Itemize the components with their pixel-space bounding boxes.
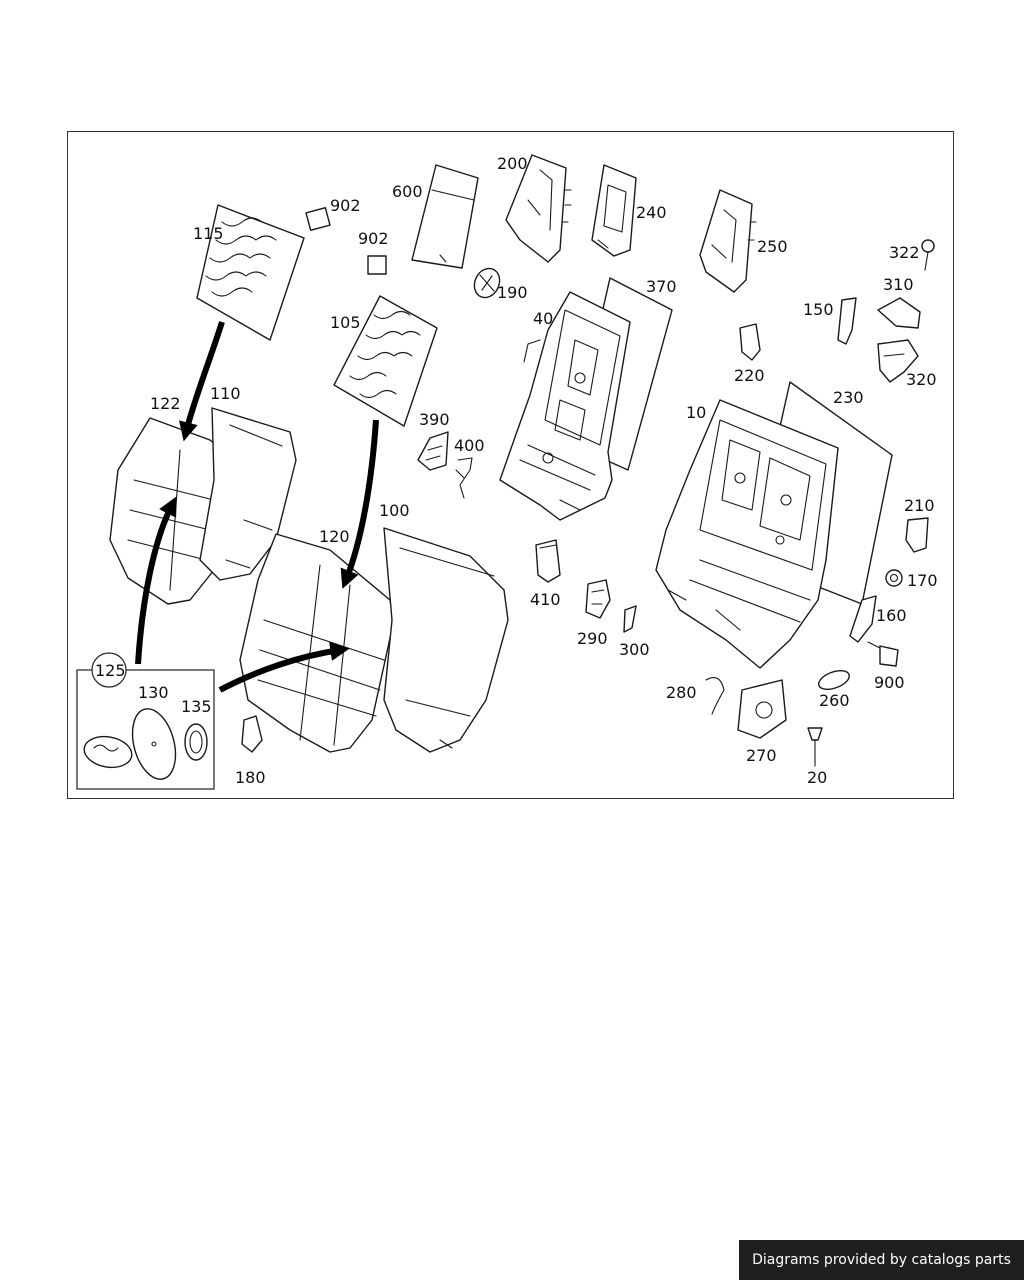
backrest-100 <box>383 527 509 753</box>
callout-130: 130 <box>138 683 169 702</box>
callout-370: 370 <box>646 277 677 296</box>
callout-902-a: 902 <box>330 196 361 215</box>
gear-190 <box>473 267 501 299</box>
clip-220 <box>739 323 761 361</box>
callout-110: 110 <box>210 384 241 403</box>
credit-badge: Diagrams provided by catalogs parts <box>739 1240 1024 1280</box>
connector-902-b <box>367 255 387 275</box>
arrow-125-to-122 <box>135 496 177 665</box>
clip-900 <box>867 641 899 667</box>
backrest-110 <box>199 407 297 581</box>
clip-150 <box>837 297 857 345</box>
part-180 <box>241 715 263 753</box>
cap-410 <box>535 539 561 583</box>
heating-mat-105 <box>333 295 438 427</box>
callout-390: 390 <box>419 410 450 429</box>
callout-40: 40 <box>533 309 553 328</box>
backrest-cover-120 <box>239 533 395 753</box>
arrow-115-to-122 <box>179 321 225 442</box>
bracket-160 <box>849 595 877 643</box>
cover-310 <box>877 297 921 329</box>
callout-220: 220 <box>734 366 765 385</box>
callout-322: 322 <box>889 243 920 262</box>
heating-mat-115 <box>196 204 305 341</box>
callout-300: 300 <box>619 640 650 659</box>
nut-170 <box>885 569 903 587</box>
wire-280 <box>705 677 725 715</box>
clip-320 <box>877 339 919 383</box>
part-290 <box>585 579 611 619</box>
part-300 <box>623 605 637 633</box>
part-400 <box>455 457 473 499</box>
callout-160: 160 <box>876 606 907 625</box>
callout-600: 600 <box>392 182 423 201</box>
callout-320: 320 <box>906 370 937 389</box>
callout-105: 105 <box>330 313 361 332</box>
bracket-250 <box>699 189 757 293</box>
bolt-322 <box>921 239 935 271</box>
callout-200: 200 <box>497 154 528 173</box>
callout-902-b: 902 <box>358 229 389 248</box>
callout-115: 115 <box>193 224 224 243</box>
callout-120: 120 <box>319 527 350 546</box>
callout-100: 100 <box>379 501 410 520</box>
callout-135: 135 <box>181 697 212 716</box>
callout-400: 400 <box>454 436 485 455</box>
callout-125: 125 <box>95 661 126 680</box>
callout-122: 122 <box>150 394 181 413</box>
bracket-200 <box>505 154 572 263</box>
callout-310: 310 <box>883 275 914 294</box>
callout-180: 180 <box>235 768 266 787</box>
inset-125 <box>76 652 215 790</box>
credit-text: Diagrams provided by catalogs parts <box>752 1252 1011 1268</box>
callout-20: 20 <box>807 768 827 787</box>
seat-frame-40 <box>499 291 631 521</box>
seat-exploded-diagram: 115 902 902 105 600 200 240 250 190 370 … <box>76 154 938 790</box>
callout-250: 250 <box>757 237 788 256</box>
cap-260 <box>818 670 850 690</box>
arrow-105-to-120 <box>340 419 379 589</box>
callout-230: 230 <box>833 388 864 407</box>
callout-170: 170 <box>907 571 938 590</box>
bracket-240 <box>591 164 637 257</box>
callout-210: 210 <box>904 496 935 515</box>
callout-240: 240 <box>636 203 667 222</box>
seat-frame-10 <box>655 399 839 669</box>
part-390 <box>417 431 449 471</box>
callout-280: 280 <box>666 683 697 702</box>
pin-20 <box>807 727 823 767</box>
callout-260: 260 <box>819 691 850 710</box>
arrow-125-to-120 <box>218 641 350 693</box>
connector-902-a <box>305 207 331 231</box>
callout-190: 190 <box>497 283 528 302</box>
callout-270: 270 <box>746 746 777 765</box>
cover-600 <box>411 164 479 269</box>
callout-10: 10 <box>686 403 706 422</box>
callout-900: 900 <box>874 673 905 692</box>
callout-290: 290 <box>577 629 608 648</box>
clip-210 <box>905 517 929 553</box>
callout-150: 150 <box>803 300 834 319</box>
cover-270 <box>737 679 787 739</box>
callout-410: 410 <box>530 590 561 609</box>
